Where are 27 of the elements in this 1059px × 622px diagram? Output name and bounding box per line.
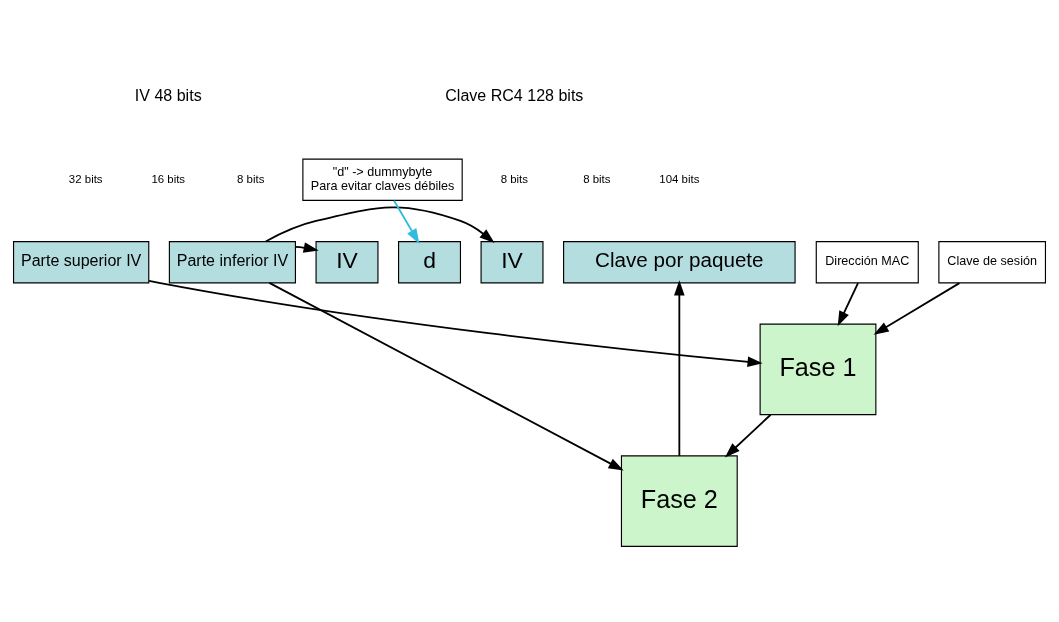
arrow [264,206,495,243]
node-box: "d" -> dummybyte Para evitar claves débiles [302,158,463,201]
node-box: Fase 2 [620,454,738,547]
arrow [873,281,961,335]
arrow [393,199,420,244]
node-box: Clave de sesión [938,240,1047,283]
label: 104 bits [659,172,700,185]
label: 8 bits [583,172,611,185]
label: 32 bits [68,172,103,185]
arrow [674,279,685,457]
label: 8 bits [237,172,265,185]
arrow [148,279,763,367]
label: Clave RC4 128 bits [445,85,584,104]
node-box: Dirección MAC [815,240,919,283]
node-box: Parte superior IV [12,240,150,283]
arrow [724,413,772,457]
label: 16 bits [151,172,186,185]
node-box: Parte inferior IV [168,240,296,283]
node-box: Clave por paquete [563,240,796,283]
arrow [268,281,624,471]
label: IV 48 bits [134,85,202,104]
node-box: IV [480,240,544,283]
node-box: d [398,240,462,283]
node-box: IV [315,240,379,283]
node-box: Fase 1 [759,323,877,415]
arrow [837,281,859,326]
label: 8 bits [500,172,528,185]
